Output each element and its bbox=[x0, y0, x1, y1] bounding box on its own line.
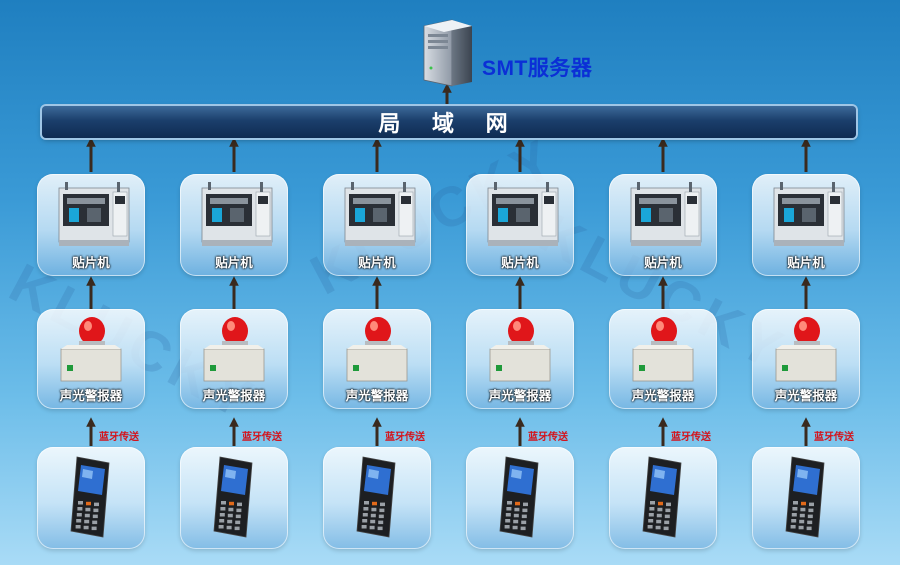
server-icon bbox=[423, 19, 472, 87]
smt-machine-tile: 贴片机 bbox=[466, 174, 574, 276]
alarm-label: 声光警报器 bbox=[345, 388, 409, 403]
smt-machine-tile: 贴片机 bbox=[323, 174, 431, 276]
bluetooth-transfer-label: 蓝牙传送 bbox=[99, 432, 139, 443]
bluetooth-transfer-label: 蓝牙传送 bbox=[671, 432, 711, 443]
pick-and-place-machine-icon bbox=[487, 182, 559, 246]
light-alarm-icon bbox=[489, 317, 551, 382]
handheld-terminal-tile bbox=[609, 447, 717, 549]
sound-light-alarm-tile: 声光警报器 bbox=[323, 309, 431, 409]
handheld-scanner-icon bbox=[213, 456, 253, 538]
handheld-terminal-tile bbox=[752, 447, 860, 549]
sound-light-alarm-tile: 声光警报器 bbox=[752, 309, 860, 409]
alarm-label: 声光警报器 bbox=[488, 388, 552, 403]
bluetooth-transfer-label: 蓝牙传送 bbox=[242, 432, 282, 443]
handheld-scanner-icon bbox=[785, 456, 825, 538]
alarm-label: 声光警报器 bbox=[631, 388, 695, 403]
smt-machine-tile: 贴片机 bbox=[37, 174, 145, 276]
pick-and-place-machine-icon bbox=[773, 182, 845, 246]
smt-machine-tile: 贴片机 bbox=[752, 174, 860, 276]
smt-machine-label: 贴片机 bbox=[644, 255, 682, 270]
smt-machine-tile: 贴片机 bbox=[180, 174, 288, 276]
handheld-terminal-tile bbox=[323, 447, 431, 549]
sound-light-alarm-tile: 声光警报器 bbox=[466, 309, 574, 409]
handheld-scanner-icon bbox=[499, 456, 539, 538]
light-alarm-icon bbox=[632, 317, 694, 382]
light-alarm-icon bbox=[346, 317, 408, 382]
handheld-scanner-icon bbox=[356, 456, 396, 538]
sound-light-alarm-tile: 声光警报器 bbox=[180, 309, 288, 409]
light-alarm-icon bbox=[203, 317, 265, 382]
pick-and-place-machine-icon bbox=[201, 182, 273, 246]
alarm-label: 声光警报器 bbox=[774, 388, 838, 403]
pick-and-place-machine-icon bbox=[344, 182, 416, 246]
smt-machine-label: 贴片机 bbox=[501, 255, 539, 270]
lan-label: 局 域 网 bbox=[378, 112, 520, 137]
pick-and-place-machine-icon bbox=[630, 182, 702, 246]
smt-machine-tile: 贴片机 bbox=[609, 174, 717, 276]
handheld-terminal-tile bbox=[180, 447, 288, 549]
sound-light-alarm-tile: 声光警报器 bbox=[37, 309, 145, 409]
light-alarm-icon bbox=[60, 317, 122, 382]
alarm-label: 声光警报器 bbox=[202, 388, 266, 403]
smt-machine-label: 贴片机 bbox=[787, 255, 825, 270]
smt-machine-label: 贴片机 bbox=[72, 255, 110, 270]
server-label: SMT服务器 bbox=[482, 57, 593, 80]
bluetooth-transfer-label: 蓝牙传送 bbox=[385, 432, 425, 443]
smt-machine-label: 贴片机 bbox=[215, 255, 253, 270]
handheld-terminal-tile bbox=[37, 447, 145, 549]
alarm-label: 声光警报器 bbox=[59, 388, 123, 403]
light-alarm-icon bbox=[775, 317, 837, 382]
lan-bar: 局 域 网 bbox=[42, 106, 856, 138]
smt-machine-label: 贴片机 bbox=[358, 255, 396, 270]
handheld-scanner-icon bbox=[70, 456, 110, 538]
handheld-terminal-tile bbox=[466, 447, 574, 549]
bluetooth-transfer-label: 蓝牙传送 bbox=[528, 432, 568, 443]
bluetooth-transfer-label: 蓝牙传送 bbox=[814, 432, 854, 443]
pick-and-place-machine-icon bbox=[58, 182, 130, 246]
sound-light-alarm-tile: 声光警报器 bbox=[609, 309, 717, 409]
handheld-scanner-icon bbox=[642, 456, 682, 538]
